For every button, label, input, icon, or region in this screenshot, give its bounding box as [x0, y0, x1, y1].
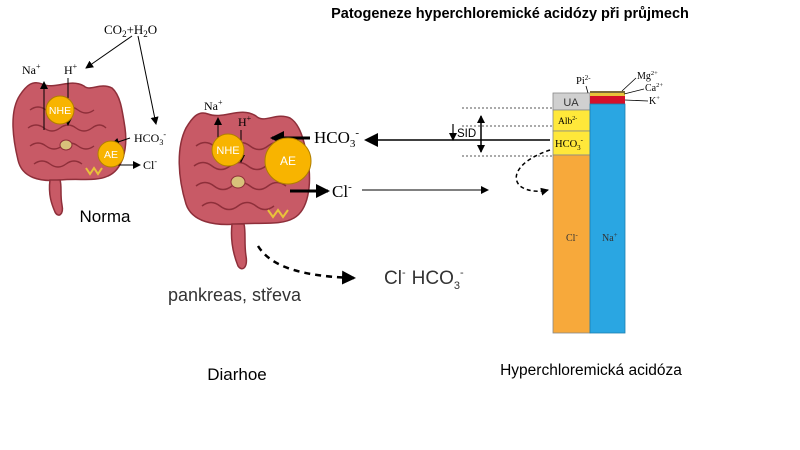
ca-label: Ca2+ — [645, 82, 663, 94]
normal-intestine-image — [12, 82, 127, 216]
pi-pointer — [585, 85, 589, 94]
diarrhea-intestine-image — [178, 111, 311, 270]
normal-panel: NHE AE CO2+H2O Na+ H+ HCO3- Cl- Norma — [12, 22, 166, 226]
diarrhea-hco3-label: HCO3- — [314, 127, 359, 150]
k-pointer — [624, 99, 649, 102]
normal-co2-to-lumen-arrow — [85, 35, 133, 69]
ua-label: UA — [563, 97, 579, 109]
diarrhea-ae-transporter — [264, 137, 312, 185]
normal-caption: Norma — [79, 207, 131, 226]
na-segment — [589, 103, 626, 334]
pi-label: Pi2- — [576, 74, 591, 87]
mg-pointer — [621, 77, 637, 92]
diarrhea-source-label: pankreas, střeva — [168, 285, 302, 305]
sid-label: SID — [457, 128, 476, 140]
hco3-to-cl-shift-arrow — [515, 149, 551, 196]
diarrhea-panel: NHE AE Na+ H+ HCO3- Cl- pankreas, střeva… — [168, 98, 464, 384]
diarrhea-loss-ions: Cl-HCO3- — [384, 267, 464, 292]
alb-label: Alb2- — [558, 116, 577, 127]
diarrhea-ae-label: AE — [280, 154, 296, 168]
normal-nhe-transporter — [45, 95, 75, 125]
normal-nhe-label: NHE — [49, 105, 71, 117]
mg-segment — [590, 91, 625, 93]
diarrhea-nhe-label: NHE — [216, 145, 239, 157]
normal-hco3-label: HCO3- — [134, 130, 166, 147]
diarrhea-loss-arrow — [256, 245, 356, 285]
gamblegram: SID UA Alb2- HCO3- Cl- Na+ Pi2- Mg2+ Ca2… — [362, 70, 682, 379]
normal-cl-label: Cl- — [143, 157, 157, 172]
normal-co2-h2o-label: CO2+H2O — [104, 22, 157, 39]
diarrhea-cl-label: Cl- — [332, 181, 352, 201]
gamblegram-caption: Hyperchloremická acidóza — [500, 362, 682, 379]
diarrhea-na-label: Na+ — [204, 98, 223, 113]
hco3-segment — [552, 130, 591, 156]
cl-column-label: Cl- — [566, 231, 578, 244]
cl-segment — [552, 154, 591, 334]
diarrhea-h-label: H+ — [238, 114, 252, 129]
na-column-label: Na+ — [602, 231, 618, 244]
normal-co2-to-blood-arrow — [137, 35, 159, 125]
k-label: K+ — [649, 95, 660, 107]
mg-label: Mg2+ — [637, 70, 658, 82]
k-segment — [590, 96, 625, 104]
page-title: Patogeneze hyperchloremické acidózy při … — [331, 6, 689, 22]
diarrhea-nhe-transporter — [211, 133, 245, 167]
normal-ae-transporter — [97, 140, 125, 168]
normal-h-label: H+ — [64, 62, 78, 77]
hco3-label: HCO3- — [555, 136, 584, 152]
ca-pointer — [623, 88, 645, 95]
ca-segment — [590, 93, 625, 96]
diarrhea-caption: Diarhoe — [207, 365, 267, 384]
normal-ae-label: AE — [104, 149, 118, 161]
normal-na-label: Na+ — [22, 62, 41, 77]
